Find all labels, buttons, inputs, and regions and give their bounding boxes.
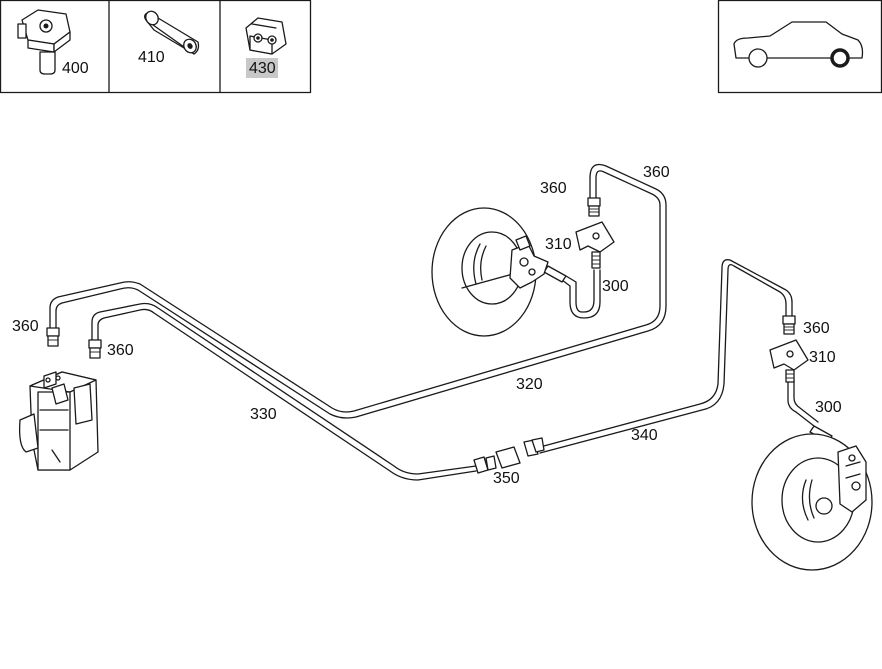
callout-320: 320 [516,376,543,393]
brake-hose-300-right[interactable] [787,379,819,427]
rear-brake-disc [751,433,873,571]
bracket-310-top[interactable] [575,221,615,269]
callout-360-right: 360 [803,320,830,337]
legend-number-410: 410 [138,49,165,66]
callout-360-top-right: 360 [643,164,670,181]
bracket-310-right[interactable] [769,339,809,383]
callout-360-left2: 360 [107,342,134,359]
locator-frame [717,0,882,94]
fitting-360-top[interactable] [587,197,601,217]
caliper-connector-top [543,265,567,283]
double-clip-icon [245,17,287,55]
callout-350: 350 [493,470,520,487]
legend-number-400: 400 [62,60,89,77]
fittings [46,197,833,474]
callout-310-right: 310 [809,349,836,366]
parts-legend: 400 410 430 [0,0,312,94]
callout-360-left1: 360 [12,318,39,335]
brake-pipe-320[interactable] [49,163,667,419]
legend-item-400[interactable]: 400 [17,9,89,77]
fitting-360-left1[interactable] [46,327,60,347]
legend-number-430: 430 [249,60,276,77]
callout-310-top: 310 [545,236,572,253]
brake-pipe-340[interactable] [539,259,793,454]
callout-340: 340 [631,427,658,444]
brake-hose-300-top[interactable] [561,269,601,319]
callout-labels: 360 360 310 300 360 360 330 320 340 350 … [12,164,842,487]
callout-300-top: 300 [602,278,629,295]
rubber-sleeve-icon [144,10,200,55]
union-350[interactable] [473,437,545,474]
legend-frame [0,0,312,94]
fitting-360-left2[interactable] [88,339,102,359]
fitting-360-right[interactable] [782,315,796,335]
front-brake-disc [431,207,549,337]
legend-item-430[interactable]: 430 [245,17,287,78]
callout-300-right: 300 [815,399,842,416]
legend-highlight [246,58,278,78]
hydraulic-unit [18,371,99,471]
brake-pipes [49,163,819,481]
pipe-clip-icon [17,9,71,75]
brake-pipe-330[interactable] [91,302,477,481]
legend-item-410[interactable]: 410 [138,9,200,66]
callout-330: 330 [250,406,277,423]
callout-360-top: 360 [540,180,567,197]
vehicle-locator [717,0,882,94]
car-rear-wheel-icon [733,21,864,68]
